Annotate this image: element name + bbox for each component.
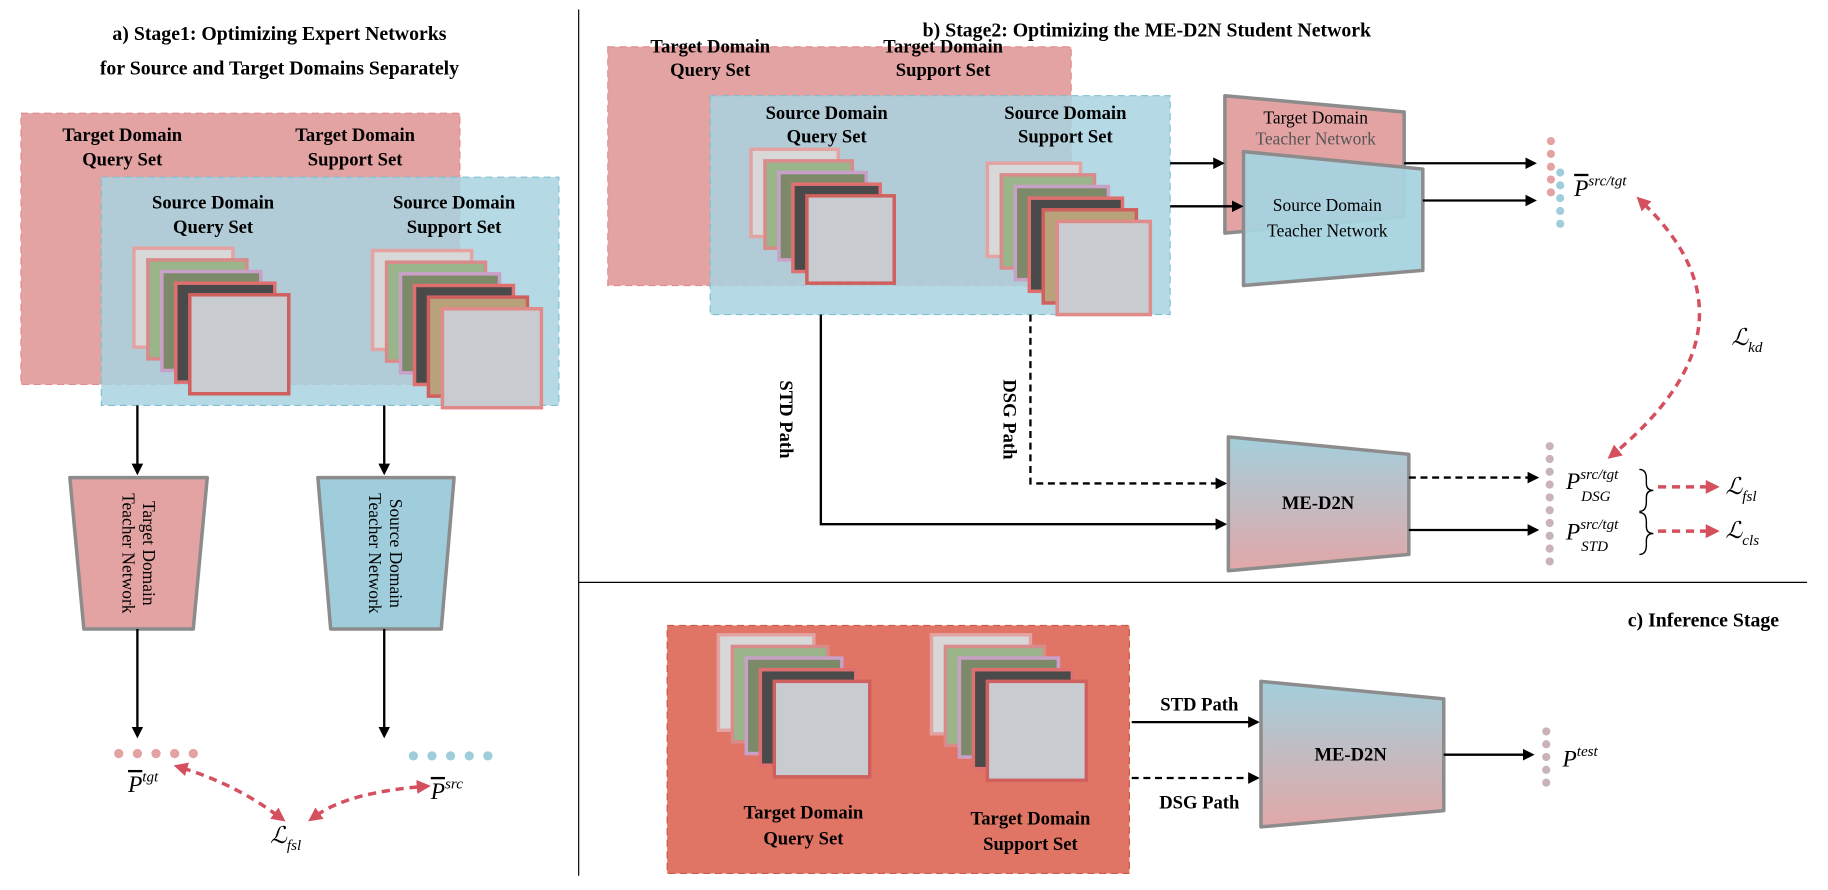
dsg-path-label: DSG Path	[999, 379, 1020, 460]
source-support-label: Source Domain	[393, 193, 516, 214]
support-label: Support Set	[983, 834, 1078, 855]
source-support-images	[985, 161, 1153, 317]
kd-loss-arrow	[1607, 196, 1702, 459]
query-label: Query Set	[763, 828, 844, 849]
inference-title: c) Inference Stage	[1628, 610, 1779, 632]
network-label: Target Domain	[1263, 108, 1368, 128]
source-support-label: Support Set	[407, 217, 502, 238]
source-support-label: Source Domain	[1004, 103, 1127, 124]
query-label: Target Domain	[744, 803, 864, 824]
p-test: Ptest	[1562, 744, 1599, 772]
dsg-path-arrow	[1029, 314, 1228, 490]
image-thumbnail	[985, 679, 1089, 783]
network-label: Teacher Network	[365, 493, 385, 614]
student-network-label: ME-D2N	[1282, 493, 1355, 514]
target-support-label: Target Domain	[295, 125, 415, 146]
source-prediction-dots	[408, 751, 493, 761]
brace	[1639, 468, 1654, 513]
dsg-path-label: DSG Path	[1159, 792, 1240, 813]
std-path-label: STD Path	[1160, 694, 1239, 715]
image-thumbnail	[772, 679, 872, 779]
teacher-prediction-dots	[1546, 137, 1565, 228]
p-bar-src: Psrc	[430, 776, 463, 804]
network-label: Teacher Network	[1267, 221, 1388, 241]
target-query-label: Query Set	[670, 60, 751, 81]
source-query-images	[132, 246, 291, 396]
loss-fsl: ℒfsl	[270, 823, 301, 854]
loss-fsl: ℒfsl	[1726, 474, 1757, 505]
network-label: Teacher Network	[118, 493, 138, 614]
target-support-label: Target Domain	[883, 37, 1003, 58]
loss-arrow	[173, 762, 286, 822]
target-support-label: Support Set	[308, 150, 403, 171]
student-prediction-dots	[1545, 442, 1554, 566]
inference-panel: c) Inference Stage Target Domain Query S…	[666, 610, 1779, 875]
target-prediction-dots	[114, 748, 198, 759]
stage1-panel: a) Stage1: Optimizing Expert Networks fo…	[20, 23, 560, 854]
stage2-title: b) Stage2: Optimizing the ME-D2N Student…	[923, 19, 1371, 41]
source-support-label: Support Set	[1018, 126, 1113, 147]
source-support-images	[370, 248, 544, 410]
source-teacher-network	[1241, 149, 1425, 288]
source-query-label: Source Domain	[766, 103, 889, 124]
network-label: Source Domain	[386, 499, 406, 608]
target-teacher-network	[68, 475, 209, 631]
source-query-label: Query Set	[787, 126, 868, 147]
support-label: Target Domain	[971, 809, 1091, 830]
source-query-images	[749, 147, 896, 285]
std-path-label: STD Path	[775, 380, 796, 459]
loss-kd: ℒkd	[1731, 325, 1762, 356]
student-network	[1259, 679, 1446, 829]
image-thumbnail	[440, 307, 544, 410]
source-query-label: Source Domain	[152, 193, 275, 214]
stage1-title-line1: a) Stage1: Optimizing Expert Networks	[112, 23, 446, 45]
student-network-label: ME-D2N	[1314, 745, 1387, 766]
network-label: Target Domain	[139, 501, 159, 606]
target-query-label: Target Domain	[650, 37, 770, 58]
std-path-arrow	[819, 314, 1228, 530]
source-query-label: Query Set	[173, 217, 254, 238]
support-images	[929, 633, 1089, 783]
stage1-title-line2: for Source and Target Domains Separately	[100, 58, 459, 80]
source-teacher-network	[316, 475, 456, 631]
p-bar-src-tgt: Psrc/tgt	[1573, 173, 1627, 201]
stage2-panel: b) Stage2: Optimizing the ME-D2N Student…	[607, 19, 1763, 573]
network-label: Teacher Network	[1255, 129, 1376, 149]
image-thumbnail	[1055, 219, 1153, 317]
image-thumbnail	[188, 293, 291, 396]
student-network	[1226, 435, 1411, 573]
loss-cls: ℒcls	[1726, 518, 1760, 549]
brace	[1639, 511, 1654, 556]
query-images	[716, 633, 872, 779]
target-query-label: Target Domain	[62, 125, 182, 146]
test-prediction-dots	[1542, 727, 1551, 787]
image-thumbnail	[805, 194, 896, 285]
p-bar-tgt: Ptgt	[127, 769, 159, 797]
target-query-label: Query Set	[82, 150, 163, 171]
target-support-label: Support Set	[896, 60, 991, 81]
network-label: Source Domain	[1273, 195, 1382, 215]
loss-arrow	[308, 779, 431, 822]
